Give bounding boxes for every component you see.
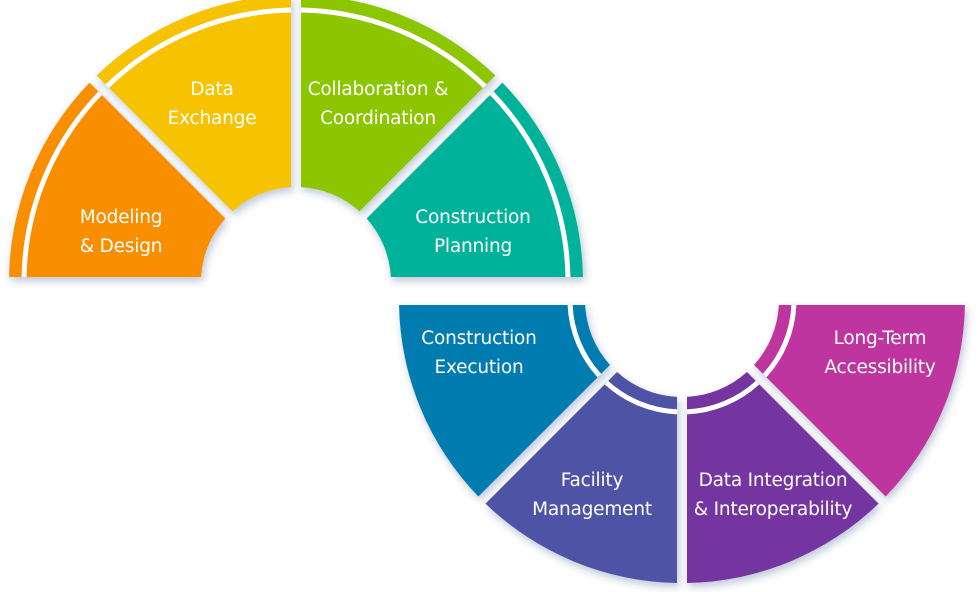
- segment-modeling-design: [9, 82, 226, 278]
- segment-long-term-accessibility: [754, 304, 965, 497]
- segment-stripe: [686, 380, 760, 415]
- segment-stripe: [490, 91, 571, 278]
- segment-stripe: [604, 380, 678, 415]
- segment-collaboration-coordination: [300, 0, 496, 212]
- bottom-arc: [399, 304, 965, 583]
- top-arc: [9, 0, 583, 278]
- segment-shape: [9, 82, 226, 278]
- segment-stripe: [21, 91, 102, 278]
- segment-facility-management: [485, 372, 678, 583]
- segment-construction-planning: [366, 82, 583, 278]
- segment-data-integration-interoperability: [686, 372, 879, 583]
- segment-shape: [754, 305, 965, 497]
- segment-shape: [399, 305, 610, 497]
- segment-stripe: [105, 7, 292, 88]
- segment-shape: [485, 372, 677, 583]
- segment-shape: [366, 82, 583, 278]
- segment-data-exchange: [96, 0, 292, 212]
- segment-stripe: [300, 7, 487, 88]
- segment-stripe: [567, 304, 602, 378]
- segment-construction-execution: [399, 304, 610, 497]
- segment-shape: [687, 372, 879, 583]
- segment-stripe: [762, 304, 797, 378]
